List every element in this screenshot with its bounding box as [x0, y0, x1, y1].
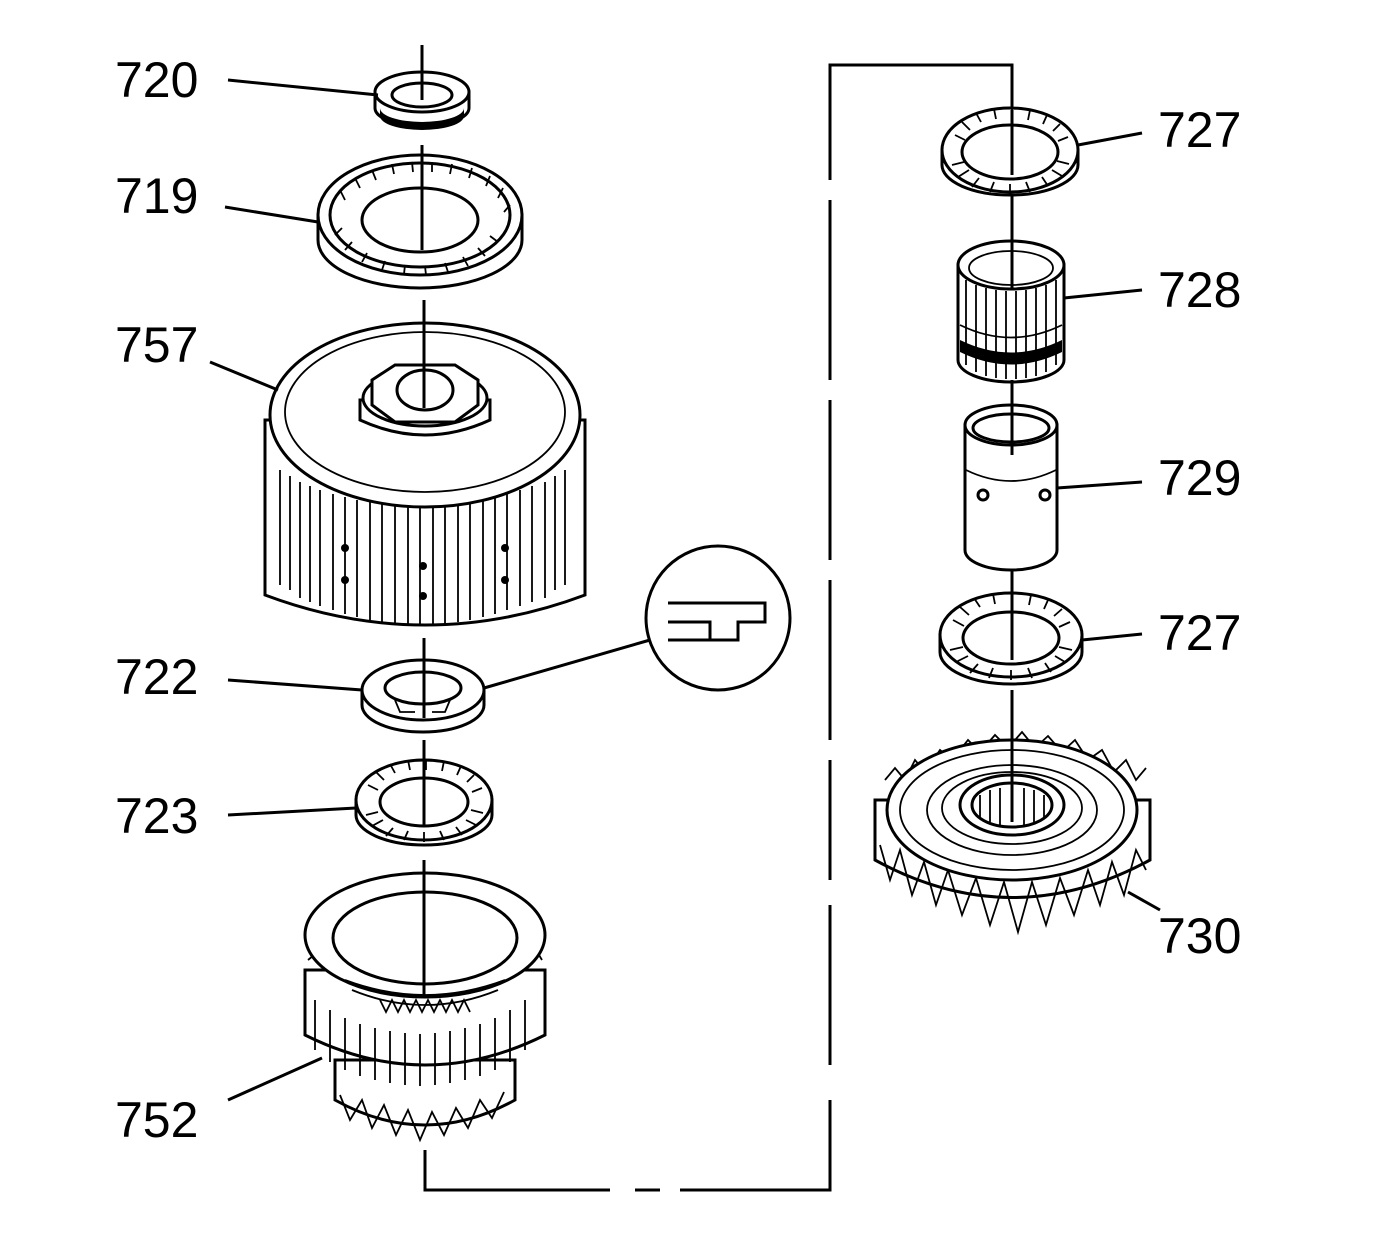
part-720-seal [373, 70, 471, 130]
needle-rollers [959, 280, 1063, 379]
callout-723: 723 [115, 788, 198, 844]
callout-720: 720 [115, 52, 198, 108]
callout-727-lower: 727 [1158, 605, 1241, 661]
part-719-bearing [316, 153, 524, 290]
part-727-upper-bearing [940, 106, 1080, 197]
callout-730: 730 [1158, 908, 1241, 964]
left-centerline [420, 45, 426, 995]
callout-722: 722 [115, 649, 198, 705]
detail-inset-washer-tab [644, 544, 792, 692]
callout-728: 728 [1158, 262, 1241, 318]
housing-splines [279, 470, 566, 626]
leader-lines [209, 78, 1161, 1102]
bearing-rollers [365, 759, 484, 842]
callout-719: 719 [115, 168, 198, 224]
part-729-sleeve [963, 403, 1059, 572]
callout-757: 757 [115, 317, 198, 373]
bearing-rollers [334, 161, 511, 276]
callout-729: 729 [1158, 450, 1241, 506]
callout-727-upper: 727 [1158, 102, 1241, 158]
part-728-needle-bearing [956, 239, 1066, 384]
callout-752: 752 [115, 1092, 198, 1148]
assembly-connector-line [423, 63, 1014, 1192]
bearing-rollers [949, 593, 1073, 680]
